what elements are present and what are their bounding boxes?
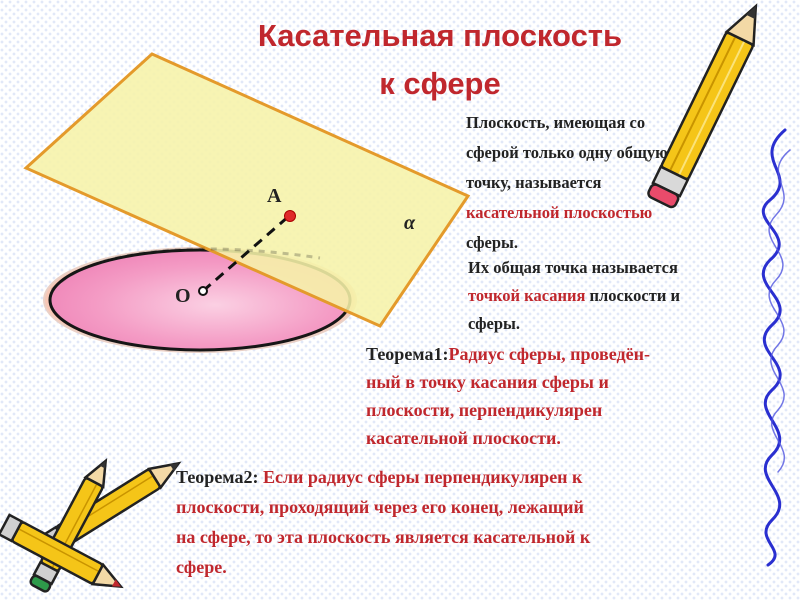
point-o bbox=[198, 286, 208, 296]
touch-point-rest: плоскости и bbox=[585, 286, 680, 305]
touch-point-line: Их общая точка называется bbox=[468, 258, 678, 277]
label-plane-alpha: α bbox=[404, 212, 416, 234]
radius-line bbox=[202, 214, 290, 293]
theorem-2-line: Теорема2: Если радиус сферы перпендикуля… bbox=[176, 462, 766, 492]
decorative-squiggle bbox=[761, 128, 787, 567]
definition-line: сферы. bbox=[466, 233, 519, 252]
label-point-o: О bbox=[175, 285, 191, 307]
pencil-icon bbox=[647, 3, 758, 209]
touch-point-line: точкой касания плоскости и bbox=[468, 282, 788, 310]
definition-text: Плоскость, имеющая со сферой только одну… bbox=[466, 108, 756, 258]
theorem-2-line: сфере. bbox=[176, 557, 227, 577]
title-line-2: к сфере bbox=[379, 66, 501, 101]
slide-title: Касательная плоскость к сфере bbox=[190, 12, 690, 108]
definition-line: точку, называется bbox=[466, 173, 602, 192]
point-a bbox=[284, 210, 296, 222]
theorem-2-line: плоскости, проходящий через его конец, л… bbox=[176, 497, 584, 517]
definition-line: Плоскость, имеющая со bbox=[466, 113, 646, 132]
tangent-plane bbox=[23, 52, 471, 328]
touch-point-text: Их общая точка называется точкой касания… bbox=[468, 254, 788, 338]
definition-term: касательной плоскостью bbox=[466, 203, 653, 222]
theorem-1-line: Теорема1:Радиус сферы, проведён- bbox=[366, 340, 766, 368]
theorem-1-label: Теорема1: bbox=[366, 344, 449, 364]
theorem-2: Теорема2: Если радиус сферы перпендикуля… bbox=[176, 462, 766, 582]
theorem-2-text: Если радиус сферы перпендикулярен к bbox=[262, 467, 583, 487]
definition-line: сферой только одну общую bbox=[466, 143, 668, 162]
theorem-1: Теорема1:Радиус сферы, проведён- ный в т… bbox=[366, 340, 766, 452]
label-point-a: А bbox=[267, 185, 282, 207]
theorem-1-line: касательной плоскости. bbox=[366, 428, 561, 448]
sphere-disk-arc-behind bbox=[50, 247, 321, 292]
touch-point-line: сферы. bbox=[468, 314, 521, 333]
theorem-2-label: Теорема2: bbox=[176, 467, 263, 487]
title-line-1: Касательная плоскость bbox=[257, 18, 623, 53]
theorem-2-line: на сфере, то эта плоскость является каса… bbox=[176, 527, 591, 547]
theorem-1-line: плоскости, перпендикулярен bbox=[366, 400, 603, 420]
touch-point-term: точкой касания bbox=[468, 286, 586, 305]
theorem-1-text: Радиус сферы, проведён- bbox=[448, 344, 650, 364]
theorem-1-line: ный в точку касания сферы и bbox=[366, 372, 609, 392]
decorative-squiggle-2 bbox=[768, 149, 791, 473]
pencils-icon bbox=[0, 458, 182, 593]
